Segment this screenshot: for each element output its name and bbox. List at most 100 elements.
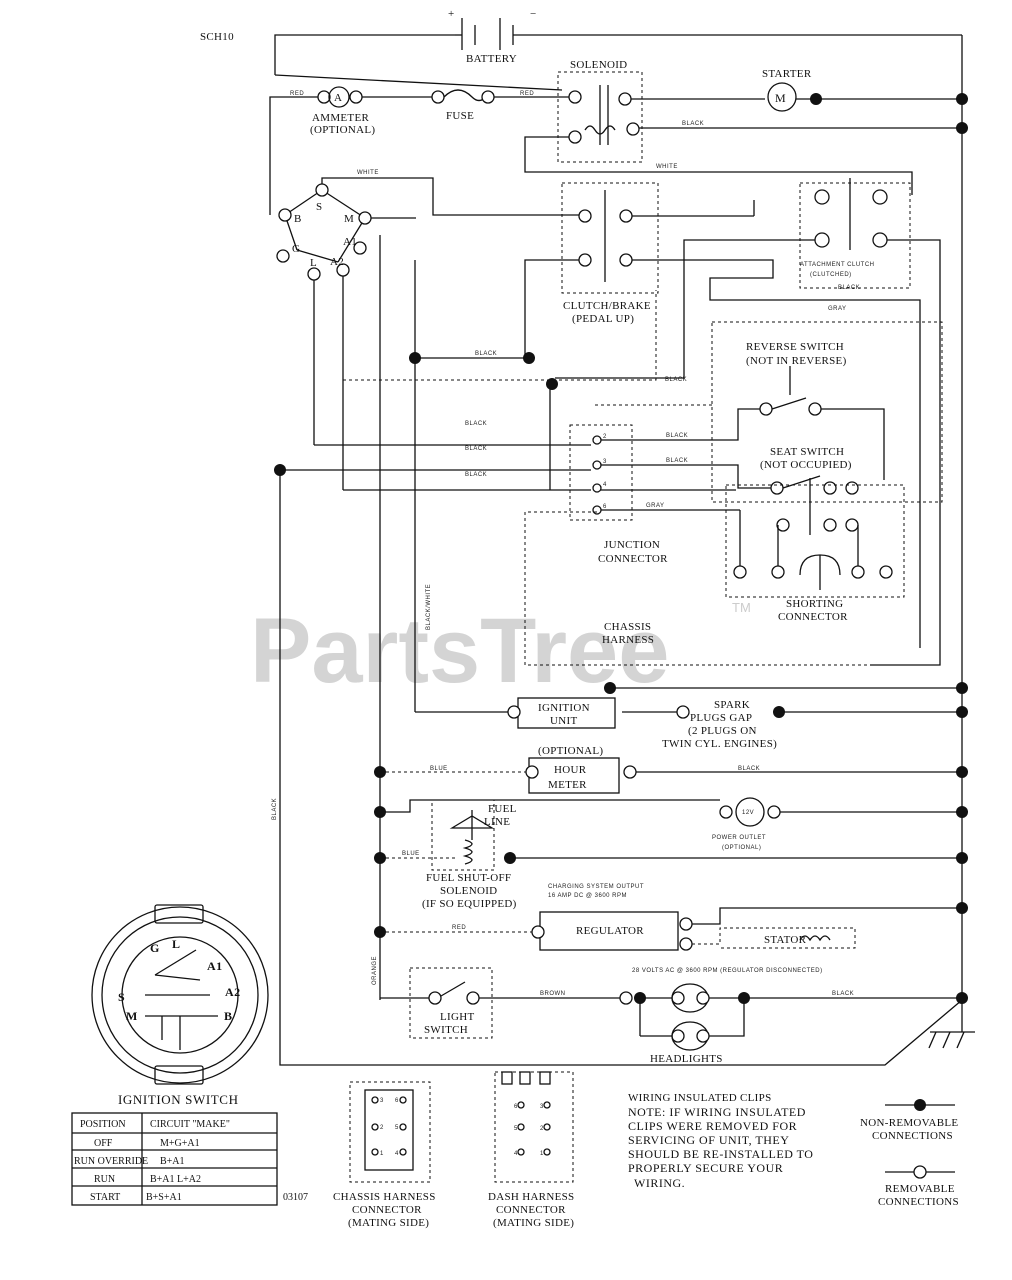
fuse: FUSE: [431, 89, 495, 122]
svg-text:(MATING SIDE): (MATING SIDE): [348, 1217, 429, 1229]
svg-text:4: 4: [395, 1151, 399, 1157]
svg-text:M: M: [126, 1009, 138, 1023]
fuel-shutoff-solenoid: FUEL LINE FUEL SHUT-OFF SOLENOID (IF SO …: [422, 799, 517, 910]
svg-text:6: 6: [603, 504, 607, 510]
svg-text:REMOVABLE: REMOVABLE: [885, 1183, 955, 1195]
battery: + − BATTERY: [448, 8, 545, 65]
svg-text:6: 6: [514, 1104, 518, 1110]
chassis-harness-connector: 3 2 1 6 5 4 CHASSIS HARNESS CONNECTOR (M…: [333, 1081, 435, 1229]
svg-text:(NOT IN REVERSE): (NOT IN REVERSE): [746, 355, 847, 367]
watermark-tm: TM: [732, 600, 751, 615]
svg-text:SOLENOID: SOLENOID: [440, 885, 497, 897]
svg-text:LIGHT: LIGHT: [440, 1011, 475, 1023]
svg-text:BLACK: BLACK: [738, 766, 760, 772]
svg-text:3: 3: [380, 1098, 384, 1104]
svg-text:SPARK: SPARK: [714, 699, 750, 711]
svg-text:CONNECTOR: CONNECTOR: [352, 1204, 422, 1216]
removable-icon: [913, 1165, 927, 1179]
svg-text:BLACK: BLACK: [666, 433, 688, 439]
ignition-unit: IGNITION UNIT: [507, 697, 616, 729]
svg-text:IGNITION: IGNITION: [538, 702, 590, 714]
svg-text:CONNECTIONS: CONNECTIONS: [872, 1130, 953, 1142]
reverse-switch: REVERSE SWITCH (NOT IN REVERSE): [711, 321, 943, 503]
stator: STATOR 28 VOLTS AC @ 3600 RPM (REGULATOR…: [632, 927, 856, 974]
svg-text:AMMETER: AMMETER: [312, 112, 369, 124]
svg-text:HEADLIGHTS: HEADLIGHTS: [650, 1053, 723, 1065]
svg-text:2: 2: [540, 1126, 544, 1132]
svg-text:CONNECTOR: CONNECTOR: [496, 1204, 566, 1216]
svg-text:POWER OUTLET: POWER OUTLET: [712, 835, 766, 841]
svg-text:BLACK/WHITE: BLACK/WHITE: [426, 584, 432, 630]
shorting-connector: SHORTING CONNECTOR: [725, 484, 905, 623]
svg-text:16 AMP DC @ 3600 RPM: 16 AMP DC @ 3600 RPM: [548, 893, 627, 899]
junction-connector: 2 3 4 6 JUNCTION CONNECTOR: [569, 424, 668, 565]
svg-text:B+A1: B+A1: [160, 1156, 185, 1167]
svg-text:BLUE: BLUE: [402, 851, 420, 857]
solenoid-label: SOLENOID: [570, 59, 627, 71]
dash-harness-connector: 3 2 1 6 5 4 DASH HARNESS CONNECTOR (MATI…: [488, 1071, 574, 1229]
headlights: HEADLIGHTS: [619, 983, 745, 1065]
svg-text:JUNCTION: JUNCTION: [604, 539, 660, 551]
svg-text:1: 1: [380, 1151, 384, 1157]
svg-text:CLIPS WERE REMOVED FOR: CLIPS WERE REMOVED FOR: [628, 1119, 797, 1133]
svg-text:WHITE: WHITE: [656, 164, 678, 170]
power-outlet: 12V POWER OUTLET (OPTIONAL): [712, 797, 781, 851]
svg-text:GRAY: GRAY: [646, 503, 665, 509]
svg-text:CHASSIS: CHASSIS: [604, 621, 651, 633]
legend: NON-REMOVABLE CONNECTIONS REMOVABLE CONN…: [860, 1099, 959, 1208]
svg-text:(OPTIONAL): (OPTIONAL): [538, 745, 603, 757]
svg-text:SHORTING: SHORTING: [786, 598, 843, 610]
svg-text:G: G: [292, 243, 300, 255]
motor-icon: M: [775, 91, 786, 105]
svg-text:SEAT SWITCH: SEAT SWITCH: [770, 446, 844, 458]
attachment-clutch: ATTACHMENT CLUTCH (CLUTCHED): [799, 178, 911, 289]
svg-text:CIRCUIT "MAKE": CIRCUIT "MAKE": [150, 1119, 230, 1130]
svg-text:NOTE: IF WIRING INSULATED: NOTE: IF WIRING INSULATED: [628, 1105, 806, 1119]
svg-text:FUSE: FUSE: [446, 110, 474, 122]
svg-text:B+S+A1: B+S+A1: [146, 1192, 182, 1203]
svg-text:A1: A1: [343, 236, 357, 248]
svg-text:ATTACHMENT CLUTCH: ATTACHMENT CLUTCH: [800, 262, 875, 268]
svg-text:G: G: [150, 941, 160, 955]
svg-text:2: 2: [603, 434, 607, 440]
svg-text:CONNECTIONS: CONNECTIONS: [878, 1196, 959, 1208]
svg-text:BLACK: BLACK: [475, 351, 497, 357]
svg-text:BLACK: BLACK: [666, 458, 688, 464]
svg-text:STATOR: STATOR: [764, 934, 807, 946]
svg-text:START: START: [90, 1192, 120, 1203]
svg-text:3: 3: [603, 459, 607, 465]
svg-text:HARNESS: HARNESS: [602, 634, 654, 646]
svg-text:IGNITION SWITCH: IGNITION SWITCH: [118, 1092, 239, 1107]
svg-text:DASH HARNESS: DASH HARNESS: [488, 1191, 574, 1203]
ignition-switch-table: POSITION CIRCUIT "MAKE" OFF M+G+A1 RUN O…: [71, 1112, 308, 1206]
svg-text:(OPTIONAL): (OPTIONAL): [310, 124, 375, 136]
svg-text:WIRING.: WIRING.: [634, 1176, 685, 1190]
svg-text:B: B: [294, 213, 302, 225]
solenoid: SOLENOID: [557, 59, 643, 163]
svg-text:M+G+A1: M+G+A1: [160, 1138, 200, 1149]
svg-text:6: 6: [395, 1098, 399, 1104]
svg-text:03107: 03107: [283, 1192, 308, 1203]
svg-text:UNIT: UNIT: [550, 715, 577, 727]
svg-text:(2 PLUGS ON: (2 PLUGS ON: [688, 725, 757, 737]
svg-text:PLUGS GAP: PLUGS GAP: [690, 712, 752, 724]
svg-text:4: 4: [514, 1151, 518, 1157]
svg-text:(PEDAL UP): (PEDAL UP): [572, 313, 634, 325]
svg-text:BLACK: BLACK: [465, 421, 487, 427]
svg-text:BLACK: BLACK: [272, 798, 278, 820]
svg-text:RED: RED: [452, 925, 466, 931]
svg-text:5: 5: [514, 1126, 518, 1132]
svg-text:REVERSE SWITCH: REVERSE SWITCH: [746, 341, 844, 353]
svg-text:(IF SO EQUIPPED): (IF SO EQUIPPED): [422, 898, 517, 910]
hour-meter: (OPTIONAL) HOUR METER: [525, 745, 637, 794]
svg-text:FUEL: FUEL: [488, 803, 517, 815]
svg-text:L: L: [172, 937, 181, 951]
svg-text:1: 1: [540, 1151, 544, 1157]
svg-text:PROPERLY SECURE YOUR: PROPERLY SECURE YOUR: [628, 1161, 783, 1175]
svg-text:HOUR: HOUR: [554, 764, 587, 776]
svg-text:B: B: [224, 1009, 233, 1023]
svg-text:BLACK: BLACK: [832, 991, 854, 997]
svg-text:BLACK: BLACK: [465, 472, 487, 478]
svg-text:RED: RED: [290, 91, 304, 97]
